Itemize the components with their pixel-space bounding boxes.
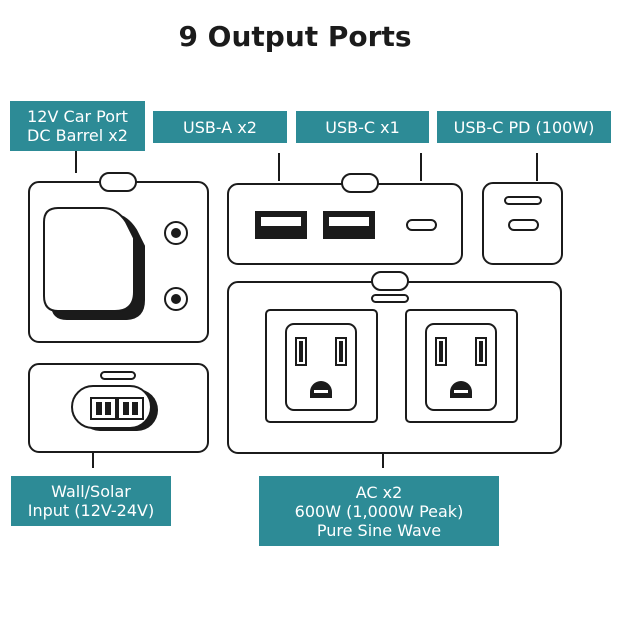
label-wall-solar: Wall/Solar Input (12V-24V) (11, 476, 171, 526)
label-ac-line1: AC x2 (355, 482, 403, 502)
label-usb-c-pd: USB-C PD (100W) (437, 111, 611, 143)
usb-a-port-icon (323, 211, 375, 239)
label-car-port-line2: DC Barrel x2 (27, 126, 128, 145)
label-usb-a-text: USB-A x2 (183, 117, 257, 137)
car-port-panel (28, 172, 209, 343)
label-wall-solar-line2: Input (12V-24V) (27, 501, 155, 520)
label-ac: AC x2 600W (1,000W Peak) Pure Sine Wave (259, 476, 499, 546)
connector-lines (75, 151, 538, 468)
ac-panel (227, 271, 562, 454)
label-usb-c: USB-C x1 (296, 111, 429, 143)
label-ac-line3: Pure Sine Wave (316, 520, 442, 540)
label-wall-solar-line1: Wall/Solar (51, 482, 131, 501)
label-usb-c-text: USB-C x1 (325, 117, 400, 137)
usb-panel (227, 173, 463, 265)
label-ac-line2: 600W (1,000W Peak) (294, 501, 464, 521)
ac-outlet-icon (405, 309, 518, 423)
wall-solar-input-icon (90, 397, 144, 420)
ac-outlet-icon (265, 309, 378, 423)
usb-c-pd-panel (482, 182, 563, 265)
dc-barrel-port-icon (164, 221, 188, 245)
page-title: 9 Output Ports (178, 20, 412, 53)
label-car-port-line1: 12V Car Port (27, 107, 128, 126)
label-usb-a: USB-A x2 (153, 111, 287, 143)
dc-barrel-port-icon (164, 287, 188, 311)
wall-solar-panel (28, 363, 209, 453)
usb-a-port-icon (255, 211, 307, 239)
label-car-port: 12V Car Port DC Barrel x2 (10, 101, 145, 151)
usb-c-pd-port-icon (508, 219, 539, 231)
label-usb-c-pd-text: USB-C PD (100W) (453, 117, 595, 137)
usb-c-port-icon (406, 219, 437, 231)
